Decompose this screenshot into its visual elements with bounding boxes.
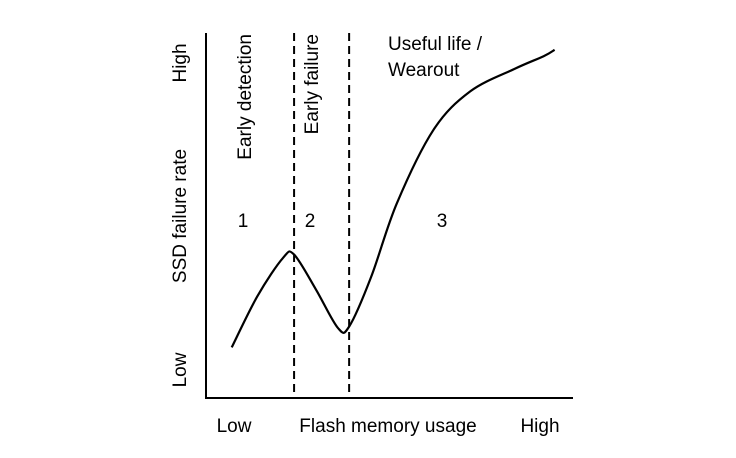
- y-tick-high: High: [170, 43, 191, 82]
- phase-2-label: Early failure: [302, 34, 323, 134]
- phase-1-number: 1: [238, 211, 249, 232]
- x-axis-label: Flash memory usage: [299, 416, 476, 437]
- phase-3-label-line-1: Useful life /: [388, 34, 483, 55]
- phase-2-number: 2: [305, 211, 316, 232]
- y-tick-low: Low: [170, 352, 191, 387]
- x-tick-low: Low: [217, 416, 252, 437]
- y-axis-label: SSD failure rate: [170, 149, 191, 283]
- phase-1-label: Early detection: [235, 34, 256, 160]
- phase-3-label-line-2: Wearout: [388, 60, 460, 81]
- failure-rate-curve: [230, 48, 556, 348]
- x-tick-high: High: [520, 416, 559, 437]
- phase-3-number: 3: [437, 211, 448, 232]
